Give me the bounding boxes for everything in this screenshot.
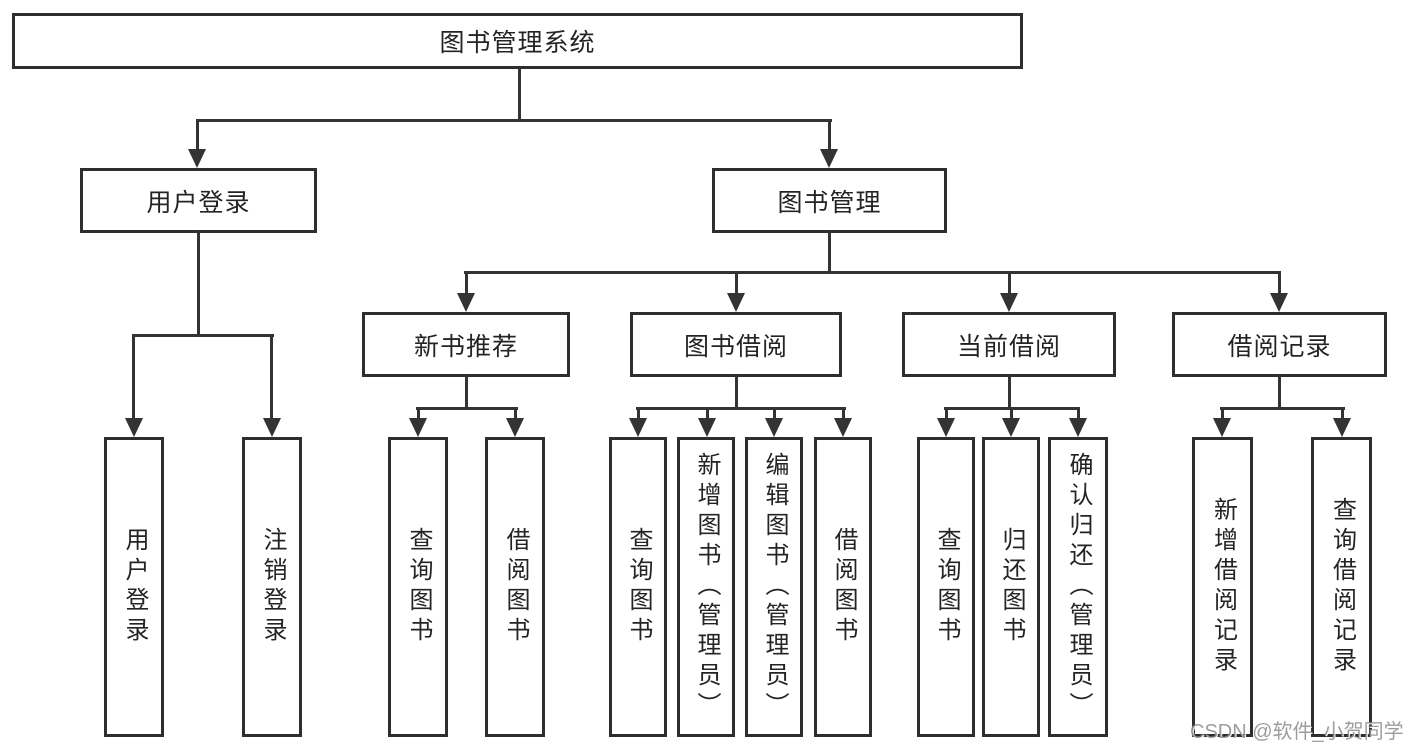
- csdn-watermark: CSDN @软件_小贺同学: [1190, 721, 1404, 743]
- node-label: 查询借阅记录: [1328, 497, 1356, 677]
- arrowhead: [698, 418, 716, 437]
- node-label: 编辑图书（管理员）: [761, 452, 788, 722]
- node-label: 用户登录: [146, 188, 251, 217]
- connector-stem: [706, 407, 709, 421]
- leaf-add-books-admin: 新增图书（管理员）: [677, 437, 735, 737]
- leaf-query-borrow-record: 查询借阅记录: [1311, 437, 1372, 737]
- node-label: 图书借阅: [683, 332, 788, 361]
- arrowhead-new-book: [457, 293, 475, 312]
- node-label: 查询图书: [405, 527, 432, 647]
- connector-stem: [514, 407, 517, 421]
- arrowhead-login-leaf: [125, 418, 143, 437]
- node-label: 新书推荐: [413, 332, 518, 361]
- connector-book-mgmt-drop: [828, 231, 831, 274]
- arrowhead: [506, 418, 524, 437]
- node-label: 借阅图书: [830, 527, 857, 647]
- connector-borrow-record-drop: [1278, 375, 1281, 409]
- leaf-borrow-books: 借阅图书: [814, 437, 872, 737]
- connector-user-login-drop: [197, 231, 200, 337]
- arrowhead-user-login: [188, 149, 206, 168]
- node-label: 用户登录: [121, 527, 148, 647]
- node-current-borrow: 当前借阅: [902, 312, 1116, 377]
- arrowhead-current-borrow: [1000, 293, 1018, 312]
- leaf-confirm-return-admin: 确认归还（管理员）: [1048, 437, 1108, 737]
- leaf-query-books-current: 查询图书: [917, 437, 975, 737]
- arrowhead: [937, 418, 955, 437]
- connector-stem: [945, 407, 948, 421]
- connector-stem: [1341, 407, 1344, 421]
- node-label: 当前借阅: [956, 332, 1061, 361]
- node-label: 归还图书: [998, 527, 1025, 647]
- leaf-query-books-recommend: 查询图书: [388, 437, 448, 737]
- connector-root-branch: [196, 119, 832, 122]
- node-borrow-record: 借阅记录: [1172, 312, 1387, 377]
- arrowhead: [834, 418, 852, 437]
- connector-book-mgmt-branch: [464, 271, 1281, 274]
- connector-stem: [637, 407, 640, 421]
- node-book-management: 图书管理: [712, 168, 947, 233]
- connector-stem: [842, 407, 845, 421]
- connector-stem: [773, 407, 776, 421]
- node-label: 图书管理: [777, 188, 882, 217]
- arrowhead: [1069, 418, 1087, 437]
- connector-stem: [417, 407, 420, 421]
- connector-current-borrow-drop: [1008, 375, 1011, 409]
- arrowhead: [409, 418, 427, 437]
- node-label: 确认归还（管理员）: [1065, 452, 1092, 722]
- arrowhead: [1333, 418, 1351, 437]
- connector-stem-user-login: [196, 119, 199, 151]
- connector-stem: [1010, 407, 1013, 421]
- connector-root-drop: [518, 68, 521, 121]
- node-label: 新增图书（管理员）: [693, 452, 720, 722]
- arrowhead: [1002, 418, 1020, 437]
- node-label: 注销登录: [259, 527, 286, 647]
- arrowhead-book-borrow: [727, 293, 745, 312]
- connector-book-borrow-branch: [636, 407, 846, 410]
- connector-new-book-drop: [465, 375, 468, 409]
- node-user-login: 用户登录: [80, 168, 317, 233]
- connector-user-login-branch: [132, 334, 274, 337]
- connector-new-book-branch: [416, 407, 518, 410]
- connector-book-borrow-drop: [735, 375, 738, 409]
- arrowhead: [1213, 418, 1231, 437]
- node-library-management-system: 图书管理系统: [12, 13, 1023, 69]
- connector-stem-logout-leaf: [270, 334, 273, 420]
- connector-stem: [1221, 407, 1224, 421]
- connector-stem-current-borrow: [1008, 271, 1011, 295]
- node-label: 图书管理系统: [439, 29, 596, 57]
- node-label: 借阅图书: [502, 527, 529, 647]
- connector-stem-book-borrow: [735, 271, 738, 295]
- arrowhead: [629, 418, 647, 437]
- node-label: 查询图书: [933, 527, 960, 647]
- node-label: 借阅记录: [1227, 332, 1332, 361]
- node-label: 新增借阅记录: [1209, 497, 1237, 677]
- leaf-user-login: 用户登录: [104, 437, 164, 737]
- connector-stem-book-management: [828, 119, 831, 151]
- connector-stem: [1077, 407, 1080, 421]
- arrowhead-book-management: [820, 149, 838, 168]
- leaf-edit-books-admin: 编辑图书（管理员）: [745, 437, 803, 737]
- connector-stem-new-book: [465, 271, 468, 295]
- node-new-book-recommend: 新书推荐: [362, 312, 570, 377]
- leaf-logout: 注销登录: [242, 437, 302, 737]
- node-book-borrow: 图书借阅: [630, 312, 842, 377]
- arrowhead-borrow-record: [1270, 293, 1288, 312]
- connector-stem-login-leaf: [132, 334, 135, 420]
- leaf-borrow-books-recommend: 借阅图书: [485, 437, 545, 737]
- arrowhead: [765, 418, 783, 437]
- connector-stem-borrow-record: [1278, 271, 1281, 295]
- leaf-add-borrow-record: 新增借阅记录: [1192, 437, 1253, 737]
- arrowhead-logout-leaf: [263, 418, 281, 437]
- leaf-query-books-borrow: 查询图书: [609, 437, 667, 737]
- leaf-return-books: 归还图书: [982, 437, 1040, 737]
- connector-borrow-record-branch: [1220, 407, 1345, 410]
- node-label: 查询图书: [625, 527, 652, 647]
